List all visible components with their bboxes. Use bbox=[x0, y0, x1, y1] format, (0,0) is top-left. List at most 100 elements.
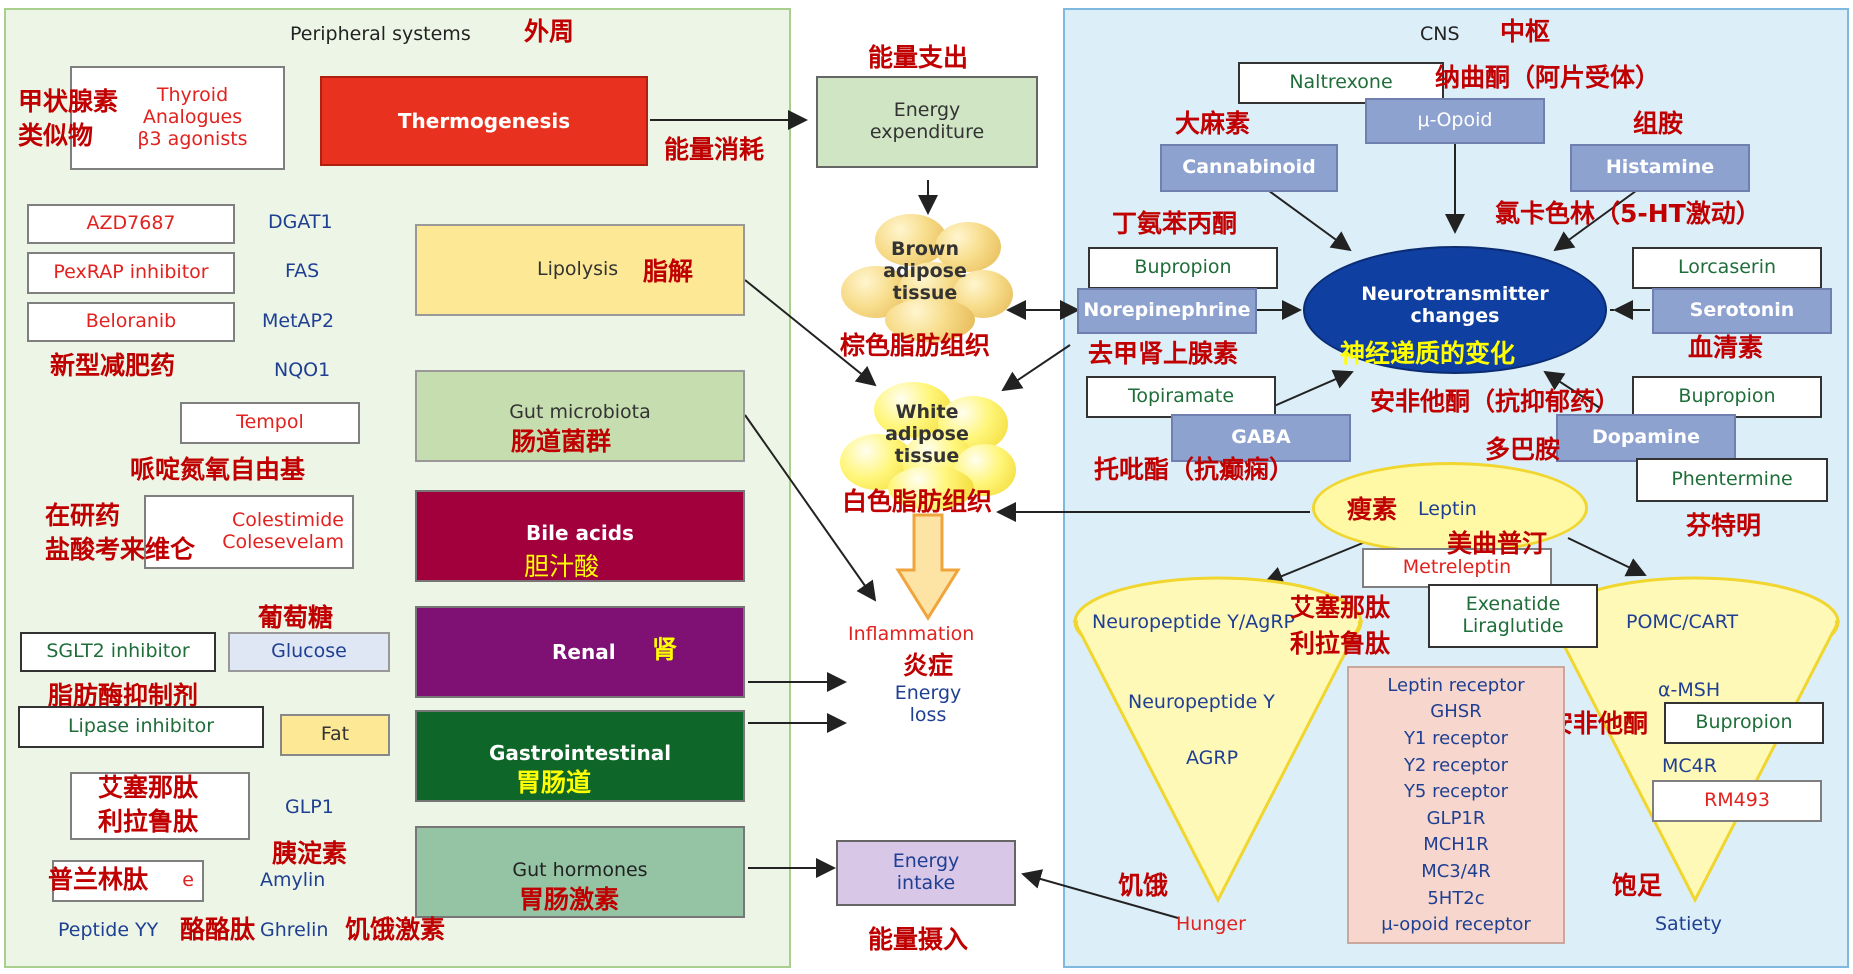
drug-target-metap2: MetAP2 bbox=[262, 310, 335, 332]
satiety-zh: 饱足 bbox=[1612, 871, 1663, 900]
phentermine-box: Phentermine bbox=[1636, 458, 1828, 502]
thyroid-line2: Analogues bbox=[142, 106, 243, 129]
hunger-label: Hunger bbox=[1176, 913, 1246, 935]
receptor-item: Y5 receptor bbox=[1403, 781, 1509, 803]
colesevelam-label: Colesevelam bbox=[222, 531, 344, 553]
rm493-box: RM493 bbox=[1652, 780, 1822, 822]
cns-title: CNS bbox=[1420, 23, 1460, 45]
sglt2-box: SGLT2 inhibitor bbox=[20, 632, 216, 672]
neurotransmitter-ellipse: Neurotransmitter changes bbox=[1303, 246, 1607, 374]
pramlintide-zh: 普兰林肽 bbox=[48, 865, 149, 894]
inflammation-zh: 炎症 bbox=[903, 651, 954, 680]
brown-adipose-cluster bbox=[835, 214, 1015, 344]
topiramate-zh: 托吡酯（抗癫痫） bbox=[1094, 455, 1295, 484]
tempol-box: Tempol bbox=[180, 402, 360, 444]
glp1-label: GLP1 bbox=[285, 796, 334, 818]
phentermine-zh: 芬特明 bbox=[1686, 511, 1762, 540]
receptor-item: 5HT2c bbox=[1427, 887, 1485, 909]
thyroid-zh-2: 类似物 bbox=[18, 121, 94, 150]
amsh-label: α-MSH bbox=[1658, 679, 1721, 701]
cannabinoid-zh: 大麻素 bbox=[1175, 109, 1251, 138]
receptor-item: MCH1R bbox=[1423, 834, 1489, 856]
in-development-zh: 在研药 bbox=[45, 501, 121, 530]
serotonin-box: Serotonin bbox=[1652, 288, 1832, 334]
brown-adipose-label: Brown adipose tissue bbox=[883, 238, 967, 304]
npy-label: Neuropeptide Y bbox=[1128, 691, 1275, 713]
lipase-inhibitor-box: Lipase inhibitor bbox=[18, 706, 264, 748]
serotonin-zh: 血清素 bbox=[1688, 333, 1764, 362]
liraglutide-zh-left: 利拉鲁肽 bbox=[98, 807, 199, 836]
energy-loss-label: Energy loss bbox=[894, 682, 962, 726]
liraglutide-label: Liraglutide bbox=[1462, 615, 1564, 637]
receptor-item: Y1 receptor bbox=[1403, 727, 1509, 749]
white-fat-cell bbox=[888, 466, 974, 510]
new-drugs-zh: 新型减肥药 bbox=[50, 351, 176, 380]
brown-fat-cell bbox=[885, 298, 975, 342]
lorcaserin-zh: 氯卡色林（5-HT激动） bbox=[1495, 199, 1761, 228]
drug-box-azd7687: AZD7687 bbox=[27, 204, 235, 244]
brown-adipose-zh: 棕色脂肪组织 bbox=[840, 331, 991, 360]
receptor-list: Leptin receptor GHSR Y1 receptor Y2 rece… bbox=[1347, 666, 1565, 944]
gastrointestinal-box: Gastrointestinal bbox=[415, 710, 745, 802]
peripheral-title: Peripheral systems bbox=[290, 23, 471, 45]
receptor-item: GHSR bbox=[1430, 701, 1482, 723]
lipolysis-box: Lipolysis bbox=[415, 224, 745, 316]
gut-microbiota-box: Gut microbiota bbox=[415, 370, 745, 462]
ghrelin-zh: 饥饿激素 bbox=[345, 915, 446, 944]
thyroid-line3: β3 agonists bbox=[137, 127, 248, 150]
bile-acids-box: Bile acids bbox=[415, 490, 745, 582]
exenatide-zh-left: 艾塞那肽 bbox=[98, 773, 199, 802]
gut-microbiota-zh: 肠道菌群 bbox=[511, 427, 612, 456]
amylin-zh: 胰淀素 bbox=[272, 839, 348, 868]
naltrexone-box: Naltrexone bbox=[1238, 62, 1444, 104]
thermogenesis-box: Thermogenesis bbox=[320, 76, 648, 166]
drug-target-fas: FAS bbox=[285, 260, 320, 282]
gastrointestinal-zh: 胃肠道 bbox=[516, 768, 592, 797]
receptor-item: μ-opoid receptor bbox=[1381, 914, 1531, 936]
pramlintide-box: e bbox=[52, 860, 204, 902]
white-adipose-label: White adipose tissue bbox=[885, 401, 969, 467]
lorcaserin-box: Lorcaserin bbox=[1632, 247, 1822, 289]
cns-title-zh: 中枢 bbox=[1500, 17, 1551, 46]
mu-opioid-box: μ-Opoid bbox=[1365, 98, 1545, 144]
dopamine-box: Dopamine bbox=[1556, 414, 1736, 462]
bupropion-box-top: Bupropion bbox=[1088, 247, 1278, 289]
agrp-label: AGRP bbox=[1186, 747, 1239, 769]
gut-hormones-box: Gut hormones bbox=[415, 826, 745, 918]
glucose-zh: 葡萄糖 bbox=[258, 603, 334, 632]
energy-intake-box: Energy intake bbox=[836, 840, 1016, 906]
neurotransmitter-zh: 神经递质的变化 bbox=[1340, 339, 1516, 368]
exenatide-box bbox=[70, 772, 250, 840]
histamine-box: Histamine bbox=[1570, 144, 1750, 192]
gut-hormones-zh: 胃肠激素 bbox=[519, 885, 620, 914]
dopamine-zh: 多巴胺 bbox=[1485, 435, 1561, 464]
metreleptin-zh: 美曲普汀 bbox=[1447, 529, 1548, 558]
receptor-item: Y2 receptor bbox=[1403, 754, 1509, 776]
gaba-box: GABA bbox=[1171, 414, 1351, 462]
exenatide-liraglutide-box: Exenatide Liraglutide bbox=[1428, 584, 1598, 648]
drug-box-pexrap: PexRAP inhibitor bbox=[27, 252, 235, 294]
bupropion-zh: 丁氨苯丙酮 bbox=[1112, 209, 1238, 238]
receptor-item: Leptin receptor bbox=[1387, 674, 1525, 696]
liraglutide-zh-right: 利拉鲁肽 bbox=[1290, 629, 1391, 658]
lipase-inhibitor-zh: 脂肪酶抑制剂 bbox=[48, 681, 199, 710]
pramlintide-fragment: e bbox=[182, 869, 194, 892]
amylin-label: Amylin bbox=[260, 869, 326, 891]
ghrelin-label: Ghrelin bbox=[260, 919, 329, 941]
naltrexone-zh: 纳曲酮（阿片受体） bbox=[1435, 63, 1661, 92]
peripheral-title-zh: 外周 bbox=[524, 17, 575, 46]
lipolysis-zh: 脂解 bbox=[643, 257, 694, 286]
energy-expenditure-zh: 能量支出 bbox=[868, 43, 969, 72]
receptor-item: GLP1R bbox=[1426, 807, 1486, 829]
renal-zh: 肾 bbox=[652, 635, 678, 664]
exenatide-label: Exenatide bbox=[1465, 593, 1561, 616]
topiramate-box: Topiramate bbox=[1086, 376, 1276, 418]
drug-target-dgat1: DGAT1 bbox=[268, 211, 333, 233]
white-adipose-cluster bbox=[838, 382, 1018, 512]
hunger-zh: 饥饿 bbox=[1118, 871, 1169, 900]
bupropion-box-pomc: Bupropion bbox=[1664, 702, 1824, 744]
exenatide-zh-right: 艾塞那肽 bbox=[1290, 593, 1391, 622]
tempol-zh: 哌啶氮氧自由基 bbox=[130, 455, 306, 484]
leptin-label: Leptin bbox=[1418, 498, 1477, 520]
peptide-yy-zh: 酪酪肽 bbox=[180, 915, 256, 944]
